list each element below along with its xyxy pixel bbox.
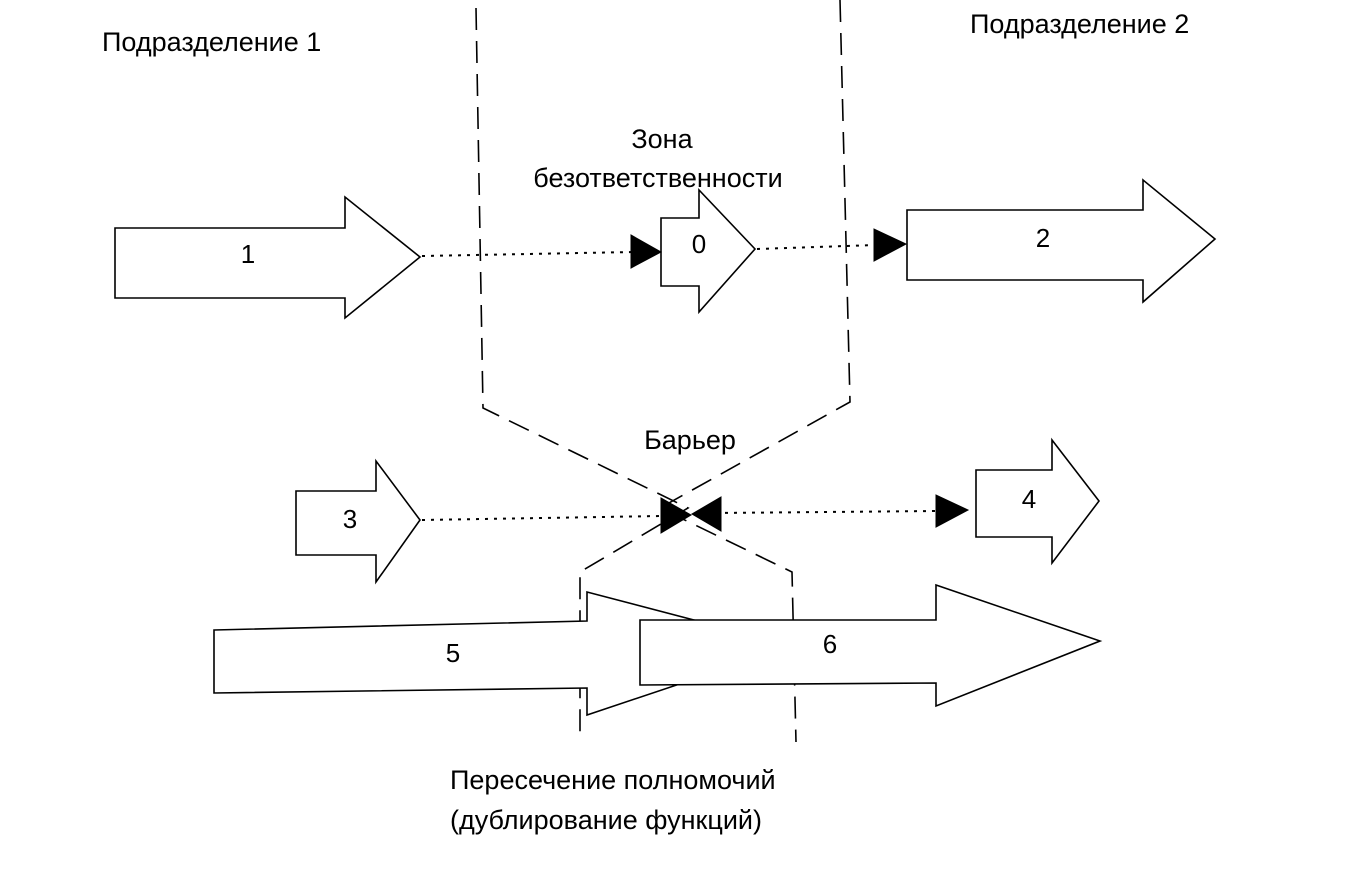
arrow-5-number: 5 <box>446 638 460 668</box>
flow-line-barrier-to-4 <box>715 510 937 514</box>
unit2-boundary-line <box>658 0 851 743</box>
zone-label-line2: безответственности <box>533 163 782 193</box>
flow-line-3-to-barrier <box>421 515 662 521</box>
arrowhead-into-0 <box>630 234 663 269</box>
arrow-1 <box>114 195 422 320</box>
arrow-2 <box>906 178 1217 304</box>
arrow-2-number: 2 <box>1036 223 1050 253</box>
arrowhead-into-4 <box>935 494 970 528</box>
arrow-6 <box>639 583 1103 708</box>
unit1-label: Подразделение 1 <box>102 27 321 57</box>
arrow-0 <box>660 187 757 315</box>
arrow-0-number: 0 <box>692 229 706 259</box>
arrowhead-into-2 <box>873 228 908 262</box>
arrowhead-barrier-left <box>691 496 722 532</box>
arrow-1-number: 1 <box>241 239 255 269</box>
overlap-label-line2: (дублирование функций) <box>450 805 762 835</box>
arrowhead-barrier-right <box>660 497 692 534</box>
arrow-3-number: 3 <box>343 504 357 534</box>
arrow-3 <box>295 458 421 585</box>
unit2-label: Подразделение 2 <box>970 9 1189 39</box>
arrow-4 <box>975 437 1101 566</box>
flow-line-1-to-0 <box>421 251 634 257</box>
zone-label-line1: Зона <box>631 124 693 154</box>
arrow-4-number: 4 <box>1022 484 1036 514</box>
barrier-label: Барьер <box>644 425 736 455</box>
arrow-6-number: 6 <box>823 629 837 659</box>
overlap-label-line1: Пересечение полномочий <box>450 765 776 795</box>
flow-line-0-to-2 <box>756 244 877 250</box>
